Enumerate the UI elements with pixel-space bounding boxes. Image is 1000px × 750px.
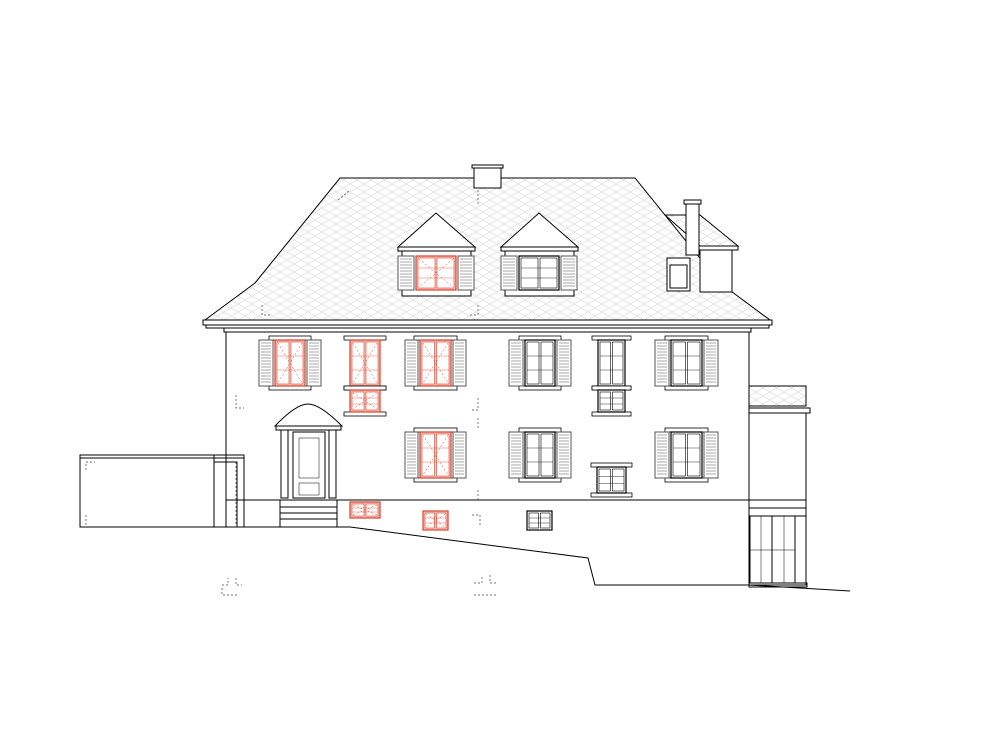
shutter (404, 431, 419, 479)
shutter (560, 255, 578, 291)
shutter (703, 431, 719, 479)
shutter (404, 339, 419, 387)
window (526, 510, 553, 531)
window (591, 335, 632, 391)
eave-cornice (202, 319, 773, 326)
window-marked (397, 255, 475, 291)
shutter (654, 431, 670, 479)
main-roof (203, 177, 772, 321)
garage (79, 454, 245, 528)
small-dormer (666, 257, 691, 292)
window-marked (404, 427, 467, 483)
shutter (508, 431, 524, 479)
entrance-canopy (273, 403, 344, 427)
shutter (457, 255, 475, 291)
window-marked (404, 335, 467, 391)
shutter (500, 255, 518, 291)
ground-line (748, 584, 851, 592)
shutter (556, 431, 572, 479)
shutter (556, 339, 572, 387)
window (654, 427, 719, 483)
window (508, 427, 572, 483)
window (591, 385, 632, 417)
window (654, 335, 719, 391)
window-marked (343, 385, 387, 417)
shutter (397, 255, 415, 291)
shutter (258, 339, 274, 387)
shutter (452, 431, 467, 479)
shutter (654, 339, 670, 387)
window-marked (343, 335, 387, 391)
wing-chimney (685, 203, 700, 256)
balcony-railing (748, 385, 807, 407)
chimney (473, 167, 502, 189)
window (500, 255, 578, 291)
annex (748, 412, 807, 586)
window-marked (349, 501, 381, 519)
window-marked (258, 335, 322, 391)
wing-wall (699, 249, 733, 293)
shutter (703, 339, 719, 387)
window-marked (422, 510, 449, 531)
shutter (306, 339, 322, 387)
shutter (508, 339, 524, 387)
window (508, 335, 572, 391)
entrance-door (292, 431, 326, 499)
window (590, 462, 633, 498)
shutter (452, 339, 467, 387)
